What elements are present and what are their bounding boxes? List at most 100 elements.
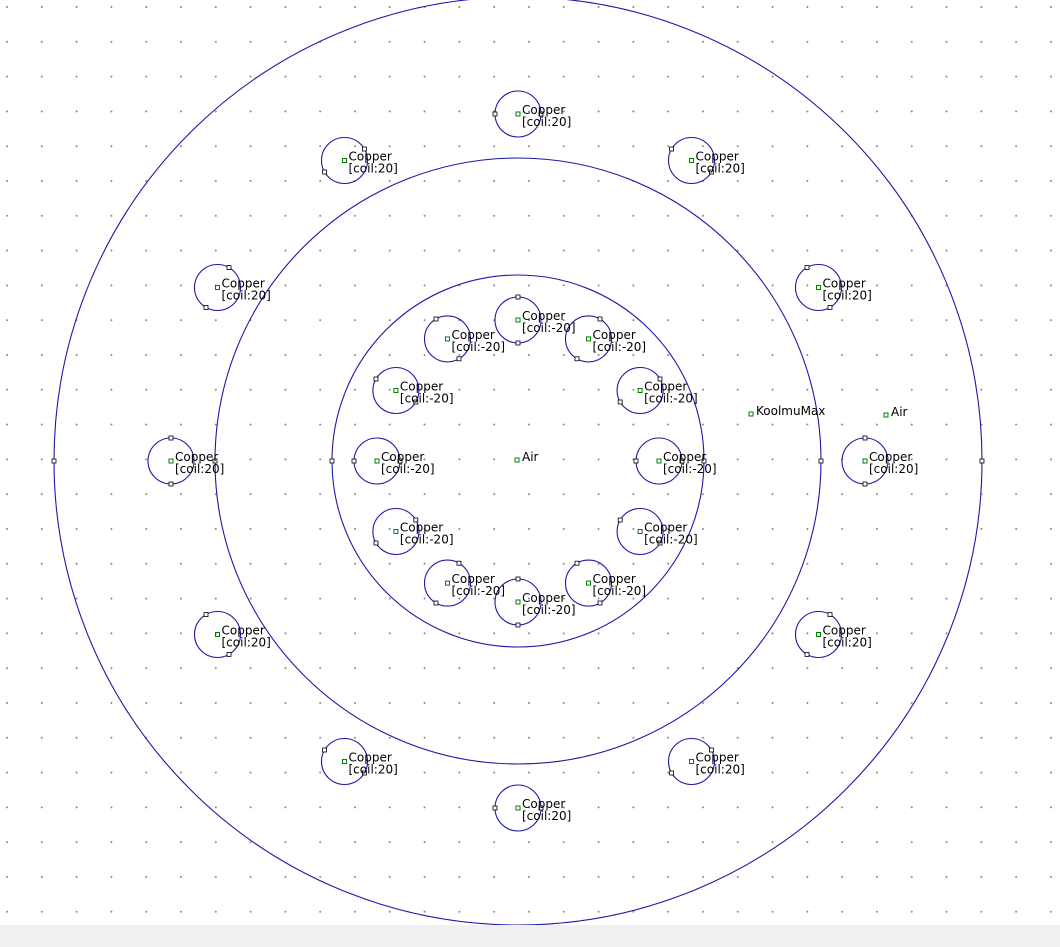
inner-coil-label[interactable]: Copper[coil:-20] — [637, 380, 698, 406]
inner-coil-boundary[interactable] — [423, 315, 472, 363]
node-point[interactable] — [827, 612, 833, 617]
outer-coil-boundary[interactable] — [193, 610, 242, 659]
node-point[interactable] — [657, 540, 663, 546]
node-point[interactable] — [203, 612, 209, 617]
node-point[interactable] — [669, 146, 674, 152]
node-point[interactable] — [397, 458, 403, 464]
inner-coil-boundary[interactable] — [423, 559, 472, 607]
inner-coil-label[interactable]: Copper[coil:-20] — [393, 380, 454, 406]
outer-coil-label[interactable]: Copper[coil:20] — [215, 277, 271, 303]
node-point[interactable] — [373, 540, 379, 546]
node-point[interactable] — [413, 399, 419, 405]
node-point[interactable] — [515, 294, 521, 300]
node-point[interactable] — [492, 111, 498, 117]
inner-coil-label[interactable]: Copper[coil:-20] — [445, 572, 506, 598]
node-point[interactable] — [709, 169, 714, 175]
inner-coil-label[interactable]: Copper[coil:-20] — [637, 521, 698, 547]
outer-coil-label[interactable]: Copper[coil:20] — [862, 450, 918, 476]
inner-coil-label[interactable]: Copper[coil:-20] — [515, 591, 576, 617]
node-point[interactable] — [709, 747, 714, 753]
inner-coil-label[interactable]: Copper[coil:-20] — [586, 572, 647, 598]
inner-coil-boundary[interactable] — [372, 507, 420, 556]
core-outer-boundary[interactable] — [214, 157, 822, 765]
geometry-drawing[interactable]: Air KoolmuMax Air Copper[coil:20] Copper[… — [0, 0, 1060, 925]
node-point[interactable] — [433, 600, 439, 606]
node-point[interactable] — [456, 356, 462, 362]
node-point[interactable] — [168, 481, 174, 487]
node-point[interactable] — [361, 146, 367, 152]
outer-coil-label[interactable]: Copper[coil:20] — [515, 103, 571, 129]
inner-coil-label[interactable]: Copper[coil:-20] — [586, 328, 647, 354]
node-point[interactable] — [597, 600, 603, 606]
node-point[interactable] — [492, 805, 498, 811]
node-point[interactable] — [322, 169, 328, 175]
node-point[interactable] — [361, 770, 367, 776]
node-point[interactable] — [979, 458, 985, 464]
node-point[interactable] — [827, 304, 833, 310]
inner-coil-label[interactable]: Copper[coil:-20] — [393, 521, 454, 547]
node-point[interactable] — [538, 111, 544, 117]
outer-coil-boundary[interactable] — [320, 737, 369, 786]
inner-coil-boundary[interactable] — [564, 315, 613, 363]
outer-coil-boundary[interactable] — [794, 610, 843, 659]
inner-coil-boundary[interactable] — [372, 366, 420, 415]
outer-coil-boundary[interactable] — [667, 136, 716, 185]
outer-coil-boundary[interactable] — [193, 263, 242, 312]
node-point[interactable] — [212, 458, 218, 464]
node-point[interactable] — [515, 622, 521, 628]
node-point[interactable] — [322, 747, 328, 753]
outer-coil-label[interactable]: Copper[coil:20] — [342, 751, 398, 777]
outer-coil-label[interactable]: Copper[coil:20] — [342, 150, 398, 176]
node-point[interactable] — [818, 458, 824, 464]
node-point[interactable] — [862, 481, 868, 487]
inner-coil-label[interactable]: Copper[coil:-20] — [445, 328, 506, 354]
node-point[interactable] — [804, 652, 810, 657]
node-point[interactable] — [669, 770, 674, 776]
block-label-center-air[interactable]: Air — [514, 450, 539, 464]
node-point[interactable] — [226, 265, 232, 271]
block-label-outer-air[interactable]: Air — [883, 405, 908, 419]
node-point[interactable] — [804, 265, 810, 271]
node-point[interactable] — [574, 560, 580, 566]
outer-coil-boundary[interactable] — [667, 737, 716, 786]
node-point[interactable] — [679, 458, 685, 464]
outer-coil-label[interactable]: Copper[coil:20] — [816, 277, 872, 303]
outer-coil-boundary[interactable] — [794, 263, 843, 312]
inner-coil-label[interactable]: Copper[coil:-20] — [656, 450, 717, 476]
outer-coil-label[interactable]: Copper[coil:20] — [215, 624, 271, 650]
node-point[interactable] — [657, 376, 663, 382]
node-point[interactable] — [515, 576, 521, 582]
outer-coil-label[interactable]: Copper[coil:20] — [816, 624, 872, 650]
node-point[interactable] — [515, 340, 521, 346]
node-point[interactable] — [226, 652, 232, 657]
outer-coil-label[interactable]: Copper[coil:20] — [168, 450, 224, 476]
node-point[interactable] — [168, 435, 174, 441]
node-point[interactable] — [617, 399, 623, 405]
node-point[interactable] — [574, 356, 580, 362]
inner-coil-boundary[interactable] — [616, 507, 664, 556]
outer-coil-boundary[interactable] — [320, 136, 369, 185]
outer-coil-label[interactable]: Copper[coil:20] — [689, 150, 745, 176]
node-point[interactable] — [351, 458, 357, 464]
node-point[interactable] — [203, 304, 209, 310]
node-point[interactable] — [538, 805, 544, 811]
block-label-core[interactable]: KoolmuMax — [748, 404, 825, 418]
node-point[interactable] — [51, 458, 57, 464]
node-point[interactable] — [456, 560, 462, 566]
node-point[interactable] — [862, 435, 868, 441]
node-point[interactable] — [373, 376, 379, 382]
node-point[interactable] — [329, 458, 335, 464]
node-point[interactable] — [701, 458, 707, 464]
node-point[interactable] — [617, 517, 623, 523]
outer-coil-label[interactable]: Copper[coil:20] — [515, 797, 571, 823]
inner-coil-boundary[interactable] — [616, 366, 664, 415]
node-point[interactable] — [413, 517, 419, 523]
inner-coil-label[interactable]: Copper[coil:-20] — [515, 309, 576, 335]
inner-coil-boundary[interactable] — [564, 559, 613, 607]
geometry-canvas[interactable] — [0, 0, 1060, 925]
outer-coil-label[interactable]: Copper[coil:20] — [689, 751, 745, 777]
inner-coil-label[interactable]: Copper[coil:-20] — [374, 450, 435, 476]
node-point[interactable] — [433, 316, 439, 322]
node-point[interactable] — [597, 316, 603, 322]
node-point[interactable] — [633, 458, 639, 464]
